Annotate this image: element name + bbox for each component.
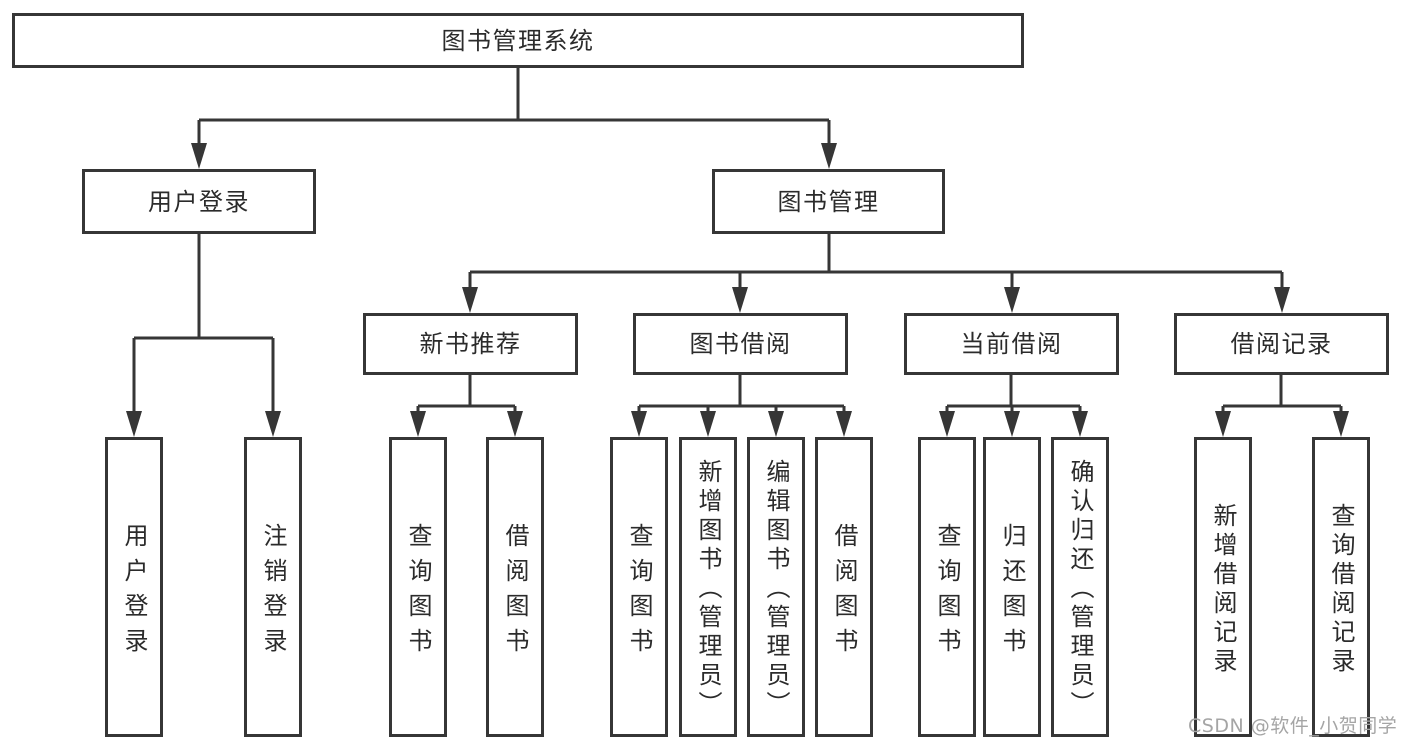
node-leaf-query-book-borrow-label: 查询图书: [625, 522, 653, 663]
node-leaf-confirm-return-admin-label: 确认归还（管理员）: [1066, 459, 1094, 720]
node-branch-book-management: 图书管理: [712, 169, 945, 234]
node-leaf-edit-book-admin-label: 编辑图书（管理员）: [762, 459, 790, 720]
node-leaf-borrow-book-borrow: 借阅图书: [815, 437, 873, 737]
connector-current-borrow-to-leaves: [939, 374, 1088, 437]
node-leaf-add-borrow-record: 新增借阅记录: [1194, 437, 1252, 737]
node-group-borrow-records-label: 借阅记录: [1230, 330, 1333, 358]
node-leaf-return-book-label: 归还图书: [998, 522, 1026, 663]
node-leaf-add-borrow-record-label: 新增借阅记录: [1209, 502, 1237, 677]
node-group-book-borrow-label: 图书借阅: [689, 330, 792, 358]
node-leaf-query-borrow-record-label: 查询借阅记录: [1327, 502, 1355, 677]
node-leaf-user-login: 用户登录: [105, 437, 163, 737]
node-group-new-book-recommend-label: 新书推荐: [419, 330, 522, 358]
node-leaf-query-book-newrec-label: 查询图书: [404, 522, 432, 663]
node-leaf-query-borrow-record: 查询借阅记录: [1312, 437, 1370, 737]
node-leaf-query-book-newrec: 查询图书: [389, 437, 447, 737]
node-leaf-add-book-admin-label: 新增图书（管理员）: [694, 459, 722, 720]
node-leaf-borrow-book-newrec-label: 借阅图书: [501, 522, 529, 663]
node-branch-book-management-label: 图书管理: [777, 187, 880, 216]
node-group-book-borrow: 图书借阅: [633, 313, 848, 375]
node-group-current-borrow: 当前借阅: [904, 313, 1119, 375]
node-leaf-query-book-current: 查询图书: [918, 437, 976, 737]
node-group-current-borrow-label: 当前借阅: [960, 330, 1063, 358]
node-leaf-edit-book-admin: 编辑图书（管理员）: [747, 437, 805, 737]
node-leaf-query-book-borrow: 查询图书: [610, 437, 668, 737]
node-branch-user-login: 用户登录: [82, 169, 316, 234]
node-branch-user-login-label: 用户登录: [148, 187, 250, 216]
node-library-system: 图书管理系统: [12, 13, 1024, 68]
node-group-new-book-recommend: 新书推荐: [363, 313, 578, 375]
node-leaf-query-book-current-label: 查询图书: [933, 522, 961, 663]
csdn-watermark: CSDN @软件_小贺同学: [1188, 715, 1398, 737]
connector-new-book-to-leaves: [410, 374, 523, 437]
node-leaf-borrow-book-newrec: 借阅图书: [486, 437, 544, 737]
node-leaf-user-login-label: 用户登录: [120, 522, 148, 663]
node-leaf-add-book-admin: 新增图书（管理员）: [679, 437, 737, 737]
node-leaf-borrow-book-borrow-label: 借阅图书: [830, 522, 858, 663]
connector-book-borrow-to-leaves: [631, 374, 852, 437]
node-library-system-label: 图书管理系统: [441, 26, 595, 55]
node-leaf-logout-label: 注销登录: [259, 522, 287, 663]
node-group-borrow-records: 借阅记录: [1174, 313, 1389, 375]
connector-book-management-to-groups: [462, 233, 1290, 313]
node-leaf-confirm-return-admin: 确认归还（管理员）: [1051, 437, 1109, 737]
connector-borrow-records-to-leaves: [1215, 374, 1349, 437]
node-leaf-logout: 注销登录: [244, 437, 302, 737]
node-leaf-return-book: 归还图书: [983, 437, 1041, 737]
connector-root-to-branches: [191, 66, 837, 169]
connector-user-login-to-leaves: [126, 233, 281, 437]
